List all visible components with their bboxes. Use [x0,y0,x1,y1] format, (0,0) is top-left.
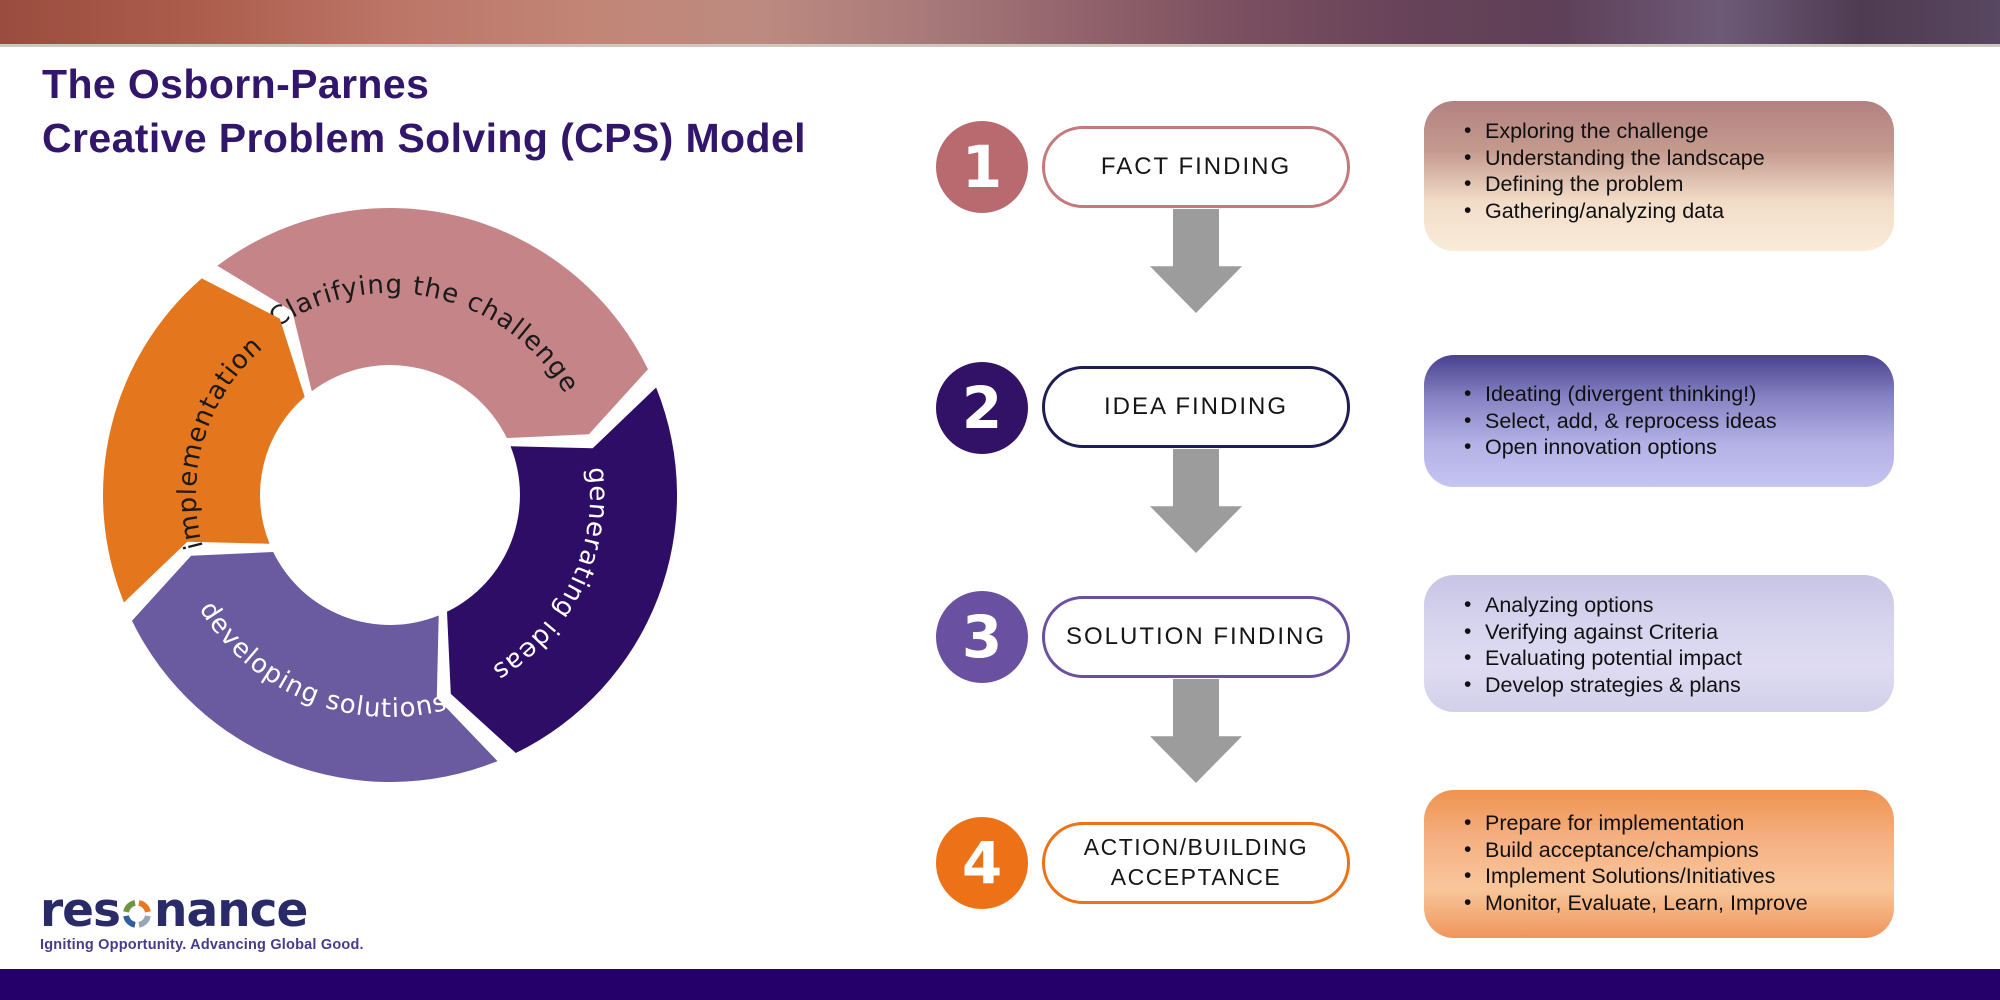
bullet-item: Defining the problem [1458,171,1876,198]
step-3-label: SOLUTION FINDING [1065,623,1326,651]
step-4-label: ACTION/BUILDING ACCEPTANCE [1083,834,1309,890]
down-arrow-icon [1150,209,1242,313]
bullet-item: Exploring the challenge [1458,118,1876,145]
step-4-bullet-list: Prepare for implementation Build accepta… [1458,810,1876,916]
bullet-item: Develop strategies & plans [1458,672,1876,699]
page-title: The Osborn-Parnes Creative Problem Solvi… [42,57,806,165]
logo-swirl-icon [123,900,151,928]
title-line-1: The Osborn-Parnes [42,61,430,107]
cycle-segment-clarifying-the-challenge [217,207,649,438]
title-line-2: Creative Problem Solving (CPS) Model [42,115,806,161]
step-2-label: IDEA FINDING [1103,393,1289,421]
step-1-pill: FACT FINDING [1042,126,1350,208]
step-2-pill: IDEA FINDING [1042,366,1350,448]
step-1-label: FACT FINDING [1100,153,1292,181]
cycle-segment-developing-solutions [132,552,498,783]
step-3-details-box: Analyzing options Verifying against Crit… [1424,575,1894,712]
step-4-number-badge: 4 [936,817,1028,909]
cycle-segment-generating-ideas [447,387,678,753]
bullet-item: Analyzing options [1458,592,1876,619]
step-3-pill: SOLUTION FINDING [1042,596,1350,678]
header-photo-strip [0,0,2000,47]
step-2-details-box: Ideating (divergent thinking!) Select, a… [1424,355,1894,487]
footer-bar [0,969,2000,1000]
down-arrow-icon [1150,679,1242,783]
step-4-pill: ACTION/BUILDING ACCEPTANCE [1042,822,1350,904]
step-3-bullet-list: Analyzing options Verifying against Crit… [1458,592,1876,698]
cycle-segment-implementation [103,278,305,603]
bullet-item: Build acceptance/champions [1458,837,1876,864]
bullet-item: Implement Solutions/Initiatives [1458,863,1876,890]
step-2-number-badge: 2 [936,362,1028,454]
step-4-details-box: Prepare for implementation Build accepta… [1424,790,1894,938]
bullet-item: Gathering/analyzing data [1458,198,1876,225]
step-1-number-badge: 1 [936,121,1028,213]
bullet-item: Prepare for implementation [1458,810,1876,837]
bullet-item: Select, add, & reprocess ideas [1458,408,1876,435]
bullet-item: Evaluating potential impact [1458,645,1876,672]
bullet-item: Ideating (divergent thinking!) [1458,381,1876,408]
step-1-details-box: Exploring the challenge Understanding th… [1424,101,1894,251]
step-3-number-badge: 3 [936,591,1028,683]
down-arrow-icon [1150,449,1242,553]
bullet-item: Verifying against Criteria [1458,619,1876,646]
bullet-item: Understanding the landscape [1458,145,1876,172]
bullet-item: Open innovation options [1458,434,1876,461]
step-1-bullet-list: Exploring the challenge Understanding th… [1458,118,1876,224]
step-2-bullet-list: Ideating (divergent thinking!) Select, a… [1458,381,1876,461]
logo-text-prefix: res [40,883,121,938]
logo-text-suffix: nance [154,883,308,938]
resonance-logo: res nance Igniting Opportunity. Advancin… [40,887,364,953]
logo-tagline: Igniting Opportunity. Advancing Global G… [40,937,364,953]
logo-wordmark: res nance [40,887,364,934]
bullet-item: Monitor, Evaluate, Learn, Improve [1458,890,1876,917]
